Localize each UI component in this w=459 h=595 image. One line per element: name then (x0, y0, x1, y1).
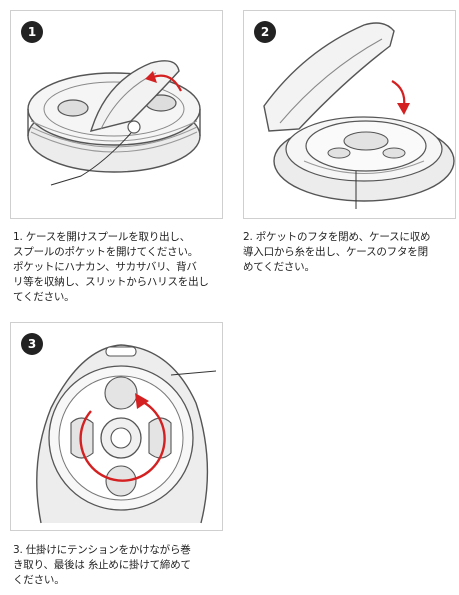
spool-hole-left (57, 99, 89, 117)
step-2-badge: 2 (254, 21, 276, 43)
step-1-panel: 1 (10, 10, 223, 219)
close-arrow (391, 80, 406, 107)
step-3-illustration (36, 344, 217, 524)
step-1-caption: 1. ケースを開けスプールを取り出し、 スプールのポケットを開けてください。 ポ… (13, 231, 209, 303)
step-2-caption: 2. ポケットのフタを閉め、ケースに収め 導入口から糸を出し、ケースのフタを閉 … (243, 231, 431, 273)
line-out-3 (170, 370, 217, 376)
step-3-badge: 3 (21, 333, 43, 355)
step-2-panel: 2 (243, 10, 456, 219)
step-3-panel: 3 (10, 322, 223, 531)
step-3-caption: 3. 仕掛けにテンションをかけながら巻 き取り、最後は 糸止めに掛けて締めて く… (13, 544, 191, 586)
step-1-badge: 1 (21, 21, 43, 43)
open-arrow (152, 74, 182, 92)
pocket-lid (89, 60, 180, 132)
step-2-illustration (263, 22, 455, 209)
step-1-illustration (27, 60, 201, 186)
line-out (50, 132, 132, 186)
case-lid (263, 22, 395, 132)
wind-arrow (79, 398, 166, 482)
